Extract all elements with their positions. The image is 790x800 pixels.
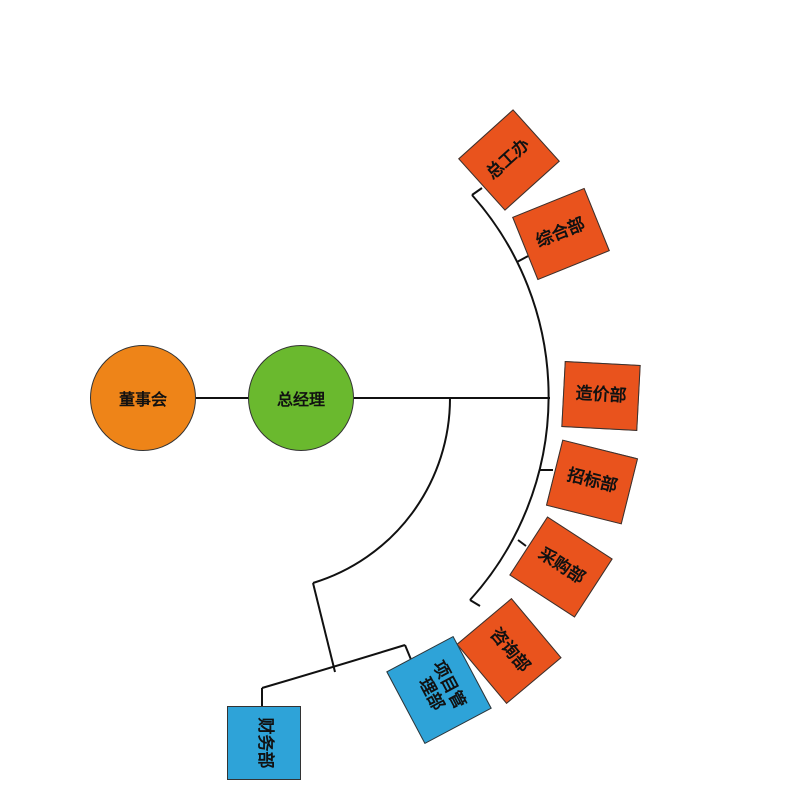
dept-label: 造价部 bbox=[575, 383, 628, 407]
dept-label: 财务部 bbox=[254, 717, 275, 769]
dept-label: 咨询部 bbox=[485, 624, 534, 677]
board-label: 董事会 bbox=[118, 390, 167, 409]
board-node: 董事会 bbox=[90, 345, 196, 451]
dept-label: 项目管理部 bbox=[414, 657, 470, 714]
tick-caigou bbox=[517, 539, 527, 547]
tick-zonggongban bbox=[471, 187, 483, 196]
inner-arc bbox=[312, 397, 452, 584]
outer-arc bbox=[469, 194, 550, 601]
gm-label: 总经理 bbox=[276, 390, 325, 409]
general-manager-node: 总经理 bbox=[248, 345, 354, 451]
dept-label: 总工办 bbox=[482, 134, 535, 184]
dept-label: 综合部 bbox=[533, 214, 589, 253]
inner-stem bbox=[312, 582, 336, 673]
dept-zaojia: 造价部 bbox=[561, 361, 641, 431]
tick-zixun bbox=[469, 599, 481, 607]
dept-label: 招标部 bbox=[565, 465, 620, 498]
lower-arc bbox=[261, 644, 406, 689]
dept-label: 采购部 bbox=[534, 544, 589, 589]
dept-caiwu: 财务部 bbox=[227, 706, 301, 780]
